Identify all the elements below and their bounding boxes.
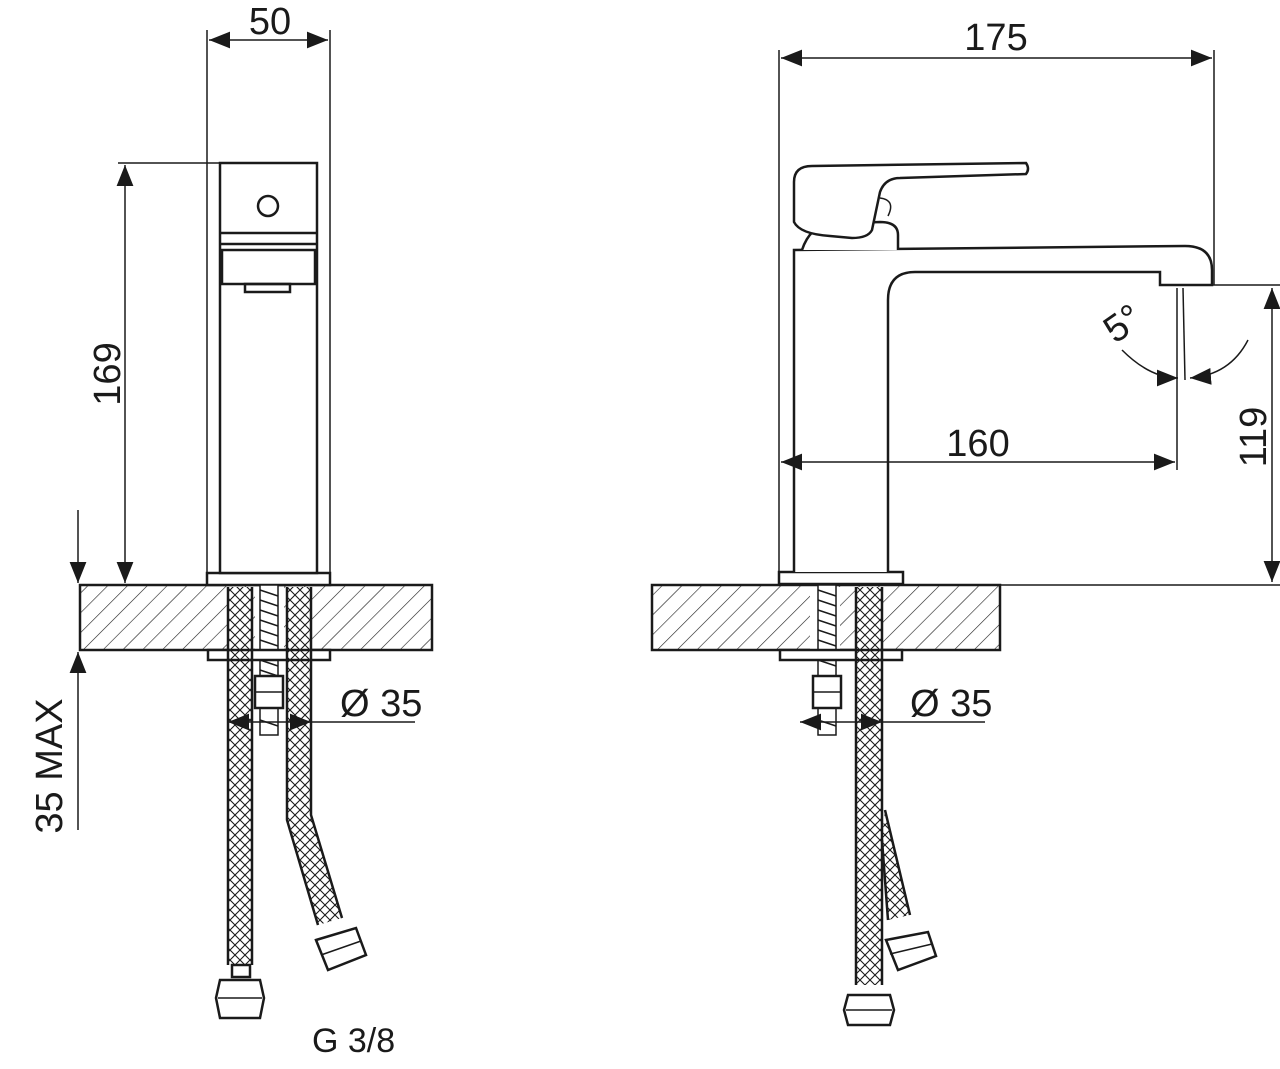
side-overall-dimension: 175 (778, 17, 1215, 572)
side-hole-dimension: Ø 35 (800, 683, 992, 731)
front-washer-plate (206, 648, 332, 662)
front-view: 50 169 35 MAX Ø 35 G 3/8 (29, 1, 434, 1060)
front-hole-label: Ø 35 (340, 683, 422, 725)
front-hole-dimension: Ø 35 (228, 683, 422, 731)
front-height-dimension: 169 (87, 162, 220, 583)
side-angle-dimension: 5° (1096, 287, 1249, 387)
side-hose-back (880, 809, 938, 972)
front-hose-right (285, 587, 368, 972)
side-height-dimension: 119 (1000, 284, 1280, 586)
front-height-label: 169 (87, 342, 129, 405)
front-deck-section (78, 583, 434, 652)
side-hole-label: Ø 35 (910, 683, 992, 725)
front-width-dimension: 50 (206, 1, 331, 573)
deck-thickness-dimension: 35 MAX (29, 510, 87, 834)
connection-thread-label: G 3/8 (312, 1022, 395, 1060)
side-hose-front (842, 587, 896, 1027)
side-angle-label: 5° (1096, 297, 1150, 352)
front-width-label: 50 (249, 1, 291, 43)
deck-thickness-label: 35 MAX (29, 698, 71, 833)
side-reach-label: 160 (946, 423, 1009, 465)
side-view: 175 160 119 5° Ø 35 (650, 17, 1280, 1027)
side-handle-lever (792, 161, 1030, 240)
front-faucet-body (205, 161, 332, 587)
side-washer-plate (778, 648, 904, 662)
side-faucet-body (777, 220, 1214, 586)
front-hose-left (214, 587, 266, 1020)
side-overall-label: 175 (964, 17, 1027, 59)
side-height-label: 119 (1233, 407, 1275, 468)
